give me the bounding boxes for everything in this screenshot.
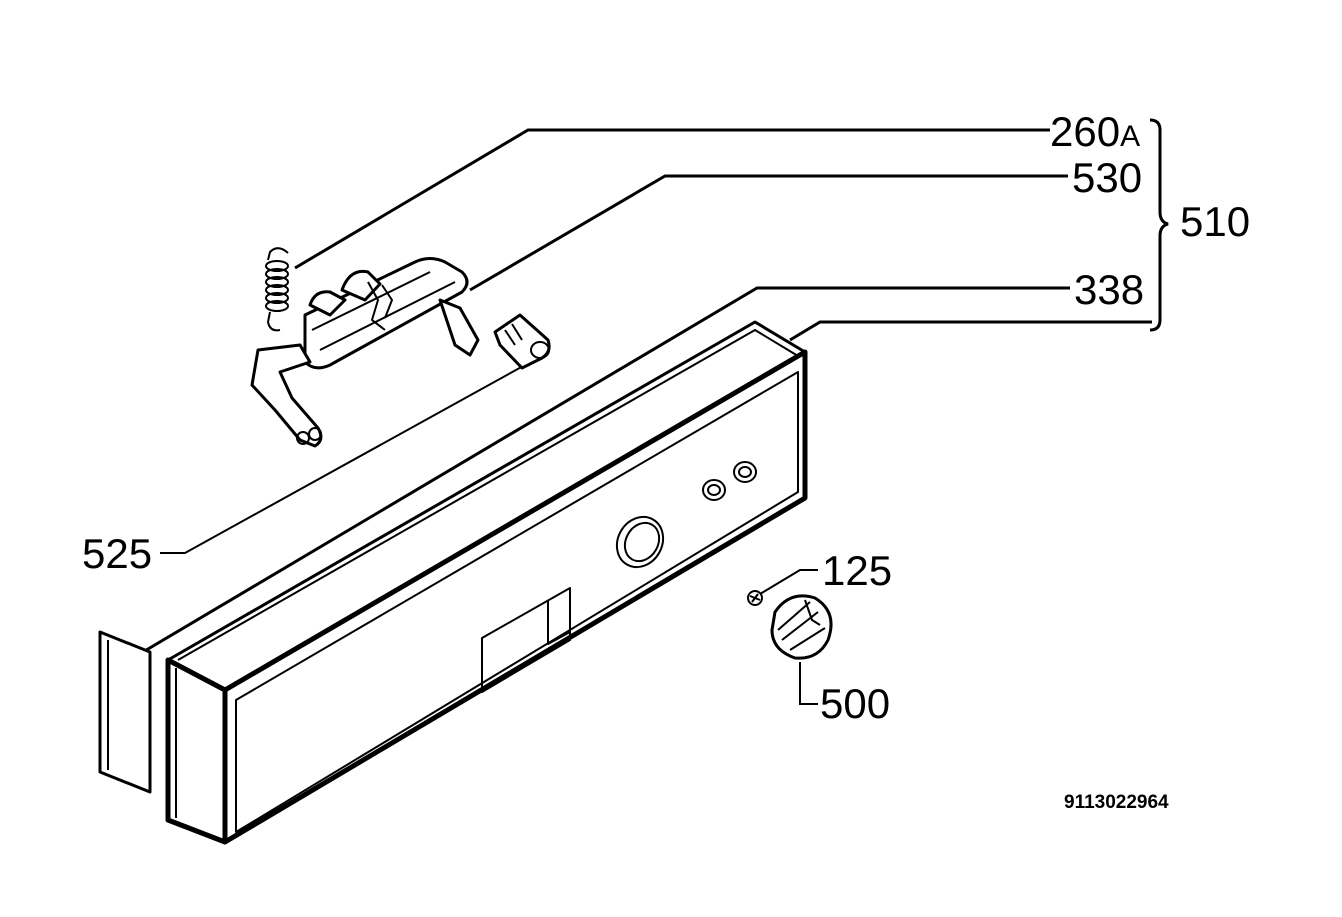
callout-338: 338 (1074, 266, 1144, 313)
knob-part (770, 594, 833, 660)
pin-part (493, 313, 551, 370)
latch-handle-part (250, 257, 480, 448)
callout-125: 125 (822, 547, 892, 594)
callout-260a: 260A (1050, 108, 1140, 155)
nut-part (747, 590, 763, 606)
leader-125 (759, 569, 818, 595)
leader-260a (294, 128, 1050, 270)
spring-part (265, 247, 289, 332)
bracket-510 (1149, 118, 1169, 332)
leader-338 (142, 286, 1070, 654)
callout-510: 510 (1180, 198, 1250, 245)
control-panel-part (165, 320, 808, 845)
leader-525 (160, 364, 526, 554)
document-id: 9113022964 (1064, 792, 1169, 813)
callout-260-number: 260 (1050, 108, 1120, 155)
callout-530: 530 (1072, 154, 1142, 201)
leader-500 (799, 662, 818, 705)
leader-lines (142, 128, 1152, 705)
callout-260-suffix: A (1120, 120, 1140, 153)
callout-500: 500 (820, 680, 890, 727)
end-cap-part (98, 630, 152, 794)
leader-530 (469, 174, 1068, 292)
callout-525: 525 (82, 530, 152, 577)
leader-510-bottom (789, 320, 1152, 342)
